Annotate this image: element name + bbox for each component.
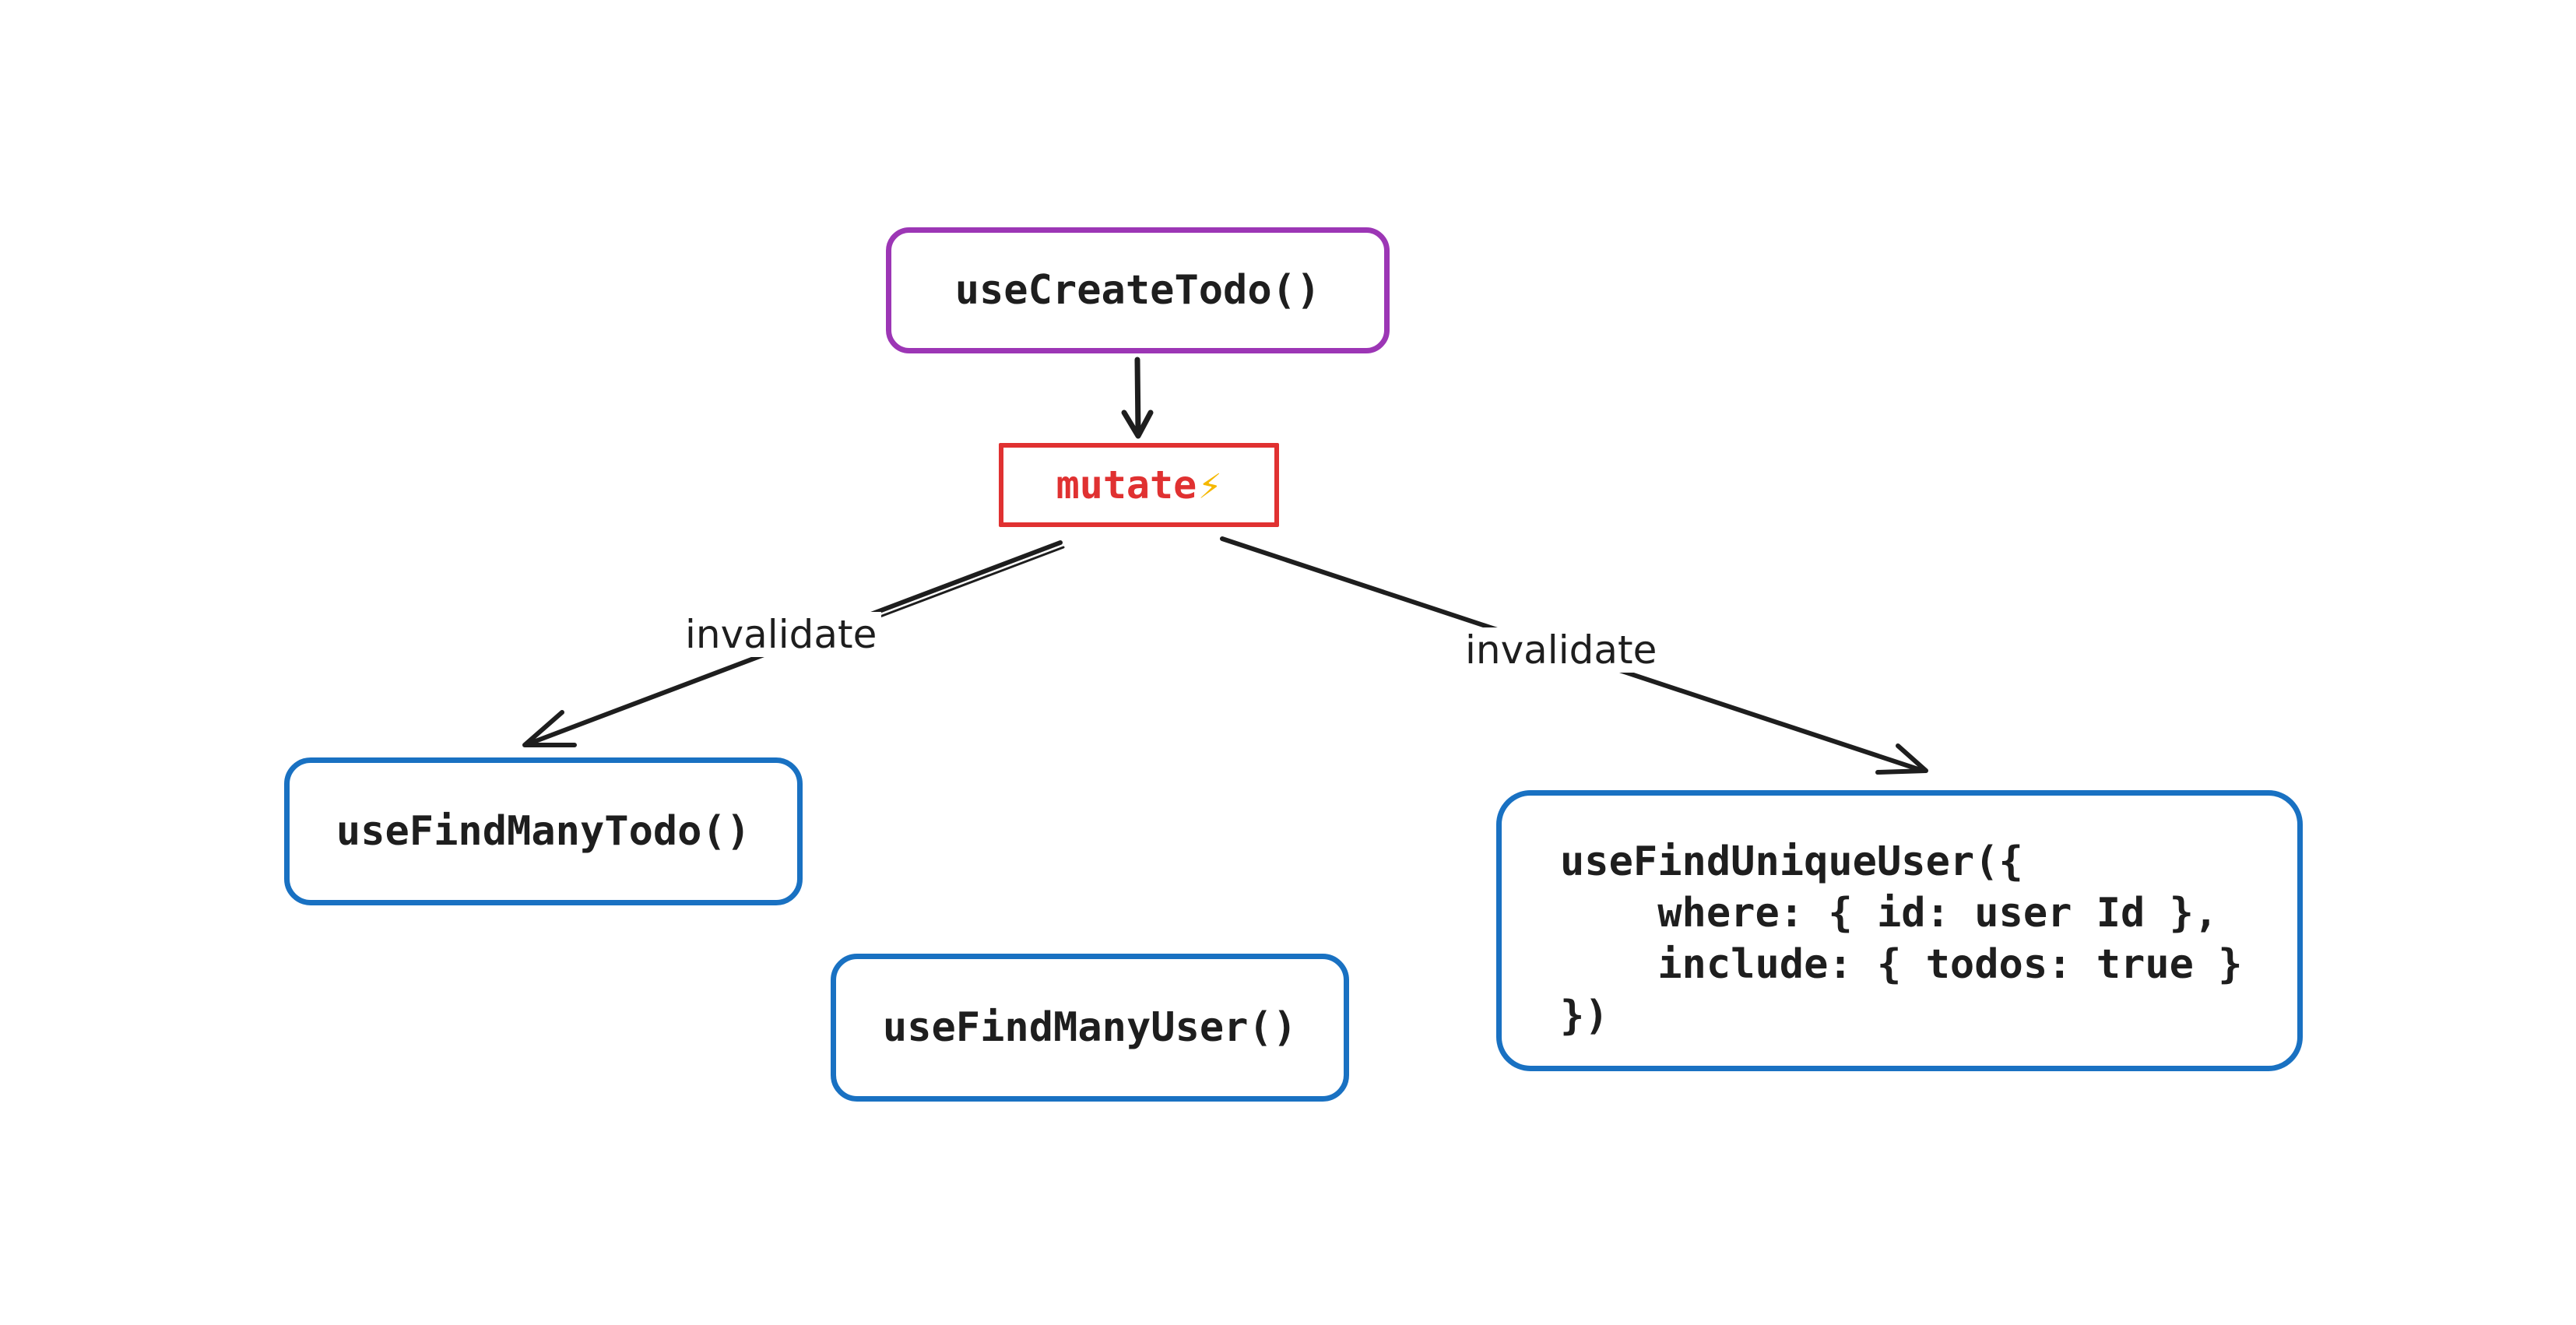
node-use-create-todo-label: useCreateTodo() <box>954 267 1321 314</box>
node-use-create-todo: useCreateTodo() <box>886 227 1390 353</box>
code-line: }) <box>1560 993 1609 1039</box>
lightning-bolt-icon: ⚡ <box>1198 462 1222 508</box>
node-mutate: mutate⚡ <box>999 443 1279 527</box>
code-line: include: { todos: true } <box>1560 941 2243 988</box>
code-line: useFindUniqueUser({ <box>1560 838 2023 885</box>
node-use-find-unique-user: useFindUniqueUser({ where: { id: user Id… <box>1496 790 2303 1071</box>
arrow-create-to-mutate <box>1121 357 1154 439</box>
node-use-find-many-user-label: useFindManyUser() <box>882 1004 1298 1051</box>
node-mutate-label: mutate <box>1056 462 1197 508</box>
edge-label-invalidate-left: invalidate <box>680 612 882 657</box>
node-use-find-many-todo: useFindManyTodo() <box>284 757 803 905</box>
node-use-find-many-user: useFindManyUser() <box>831 954 1349 1102</box>
node-use-find-many-todo-label: useFindManyTodo() <box>336 808 751 855</box>
code-line: where: { id: user Id }, <box>1560 890 2219 937</box>
edge-label-invalidate-right: invalidate <box>1460 627 1662 673</box>
